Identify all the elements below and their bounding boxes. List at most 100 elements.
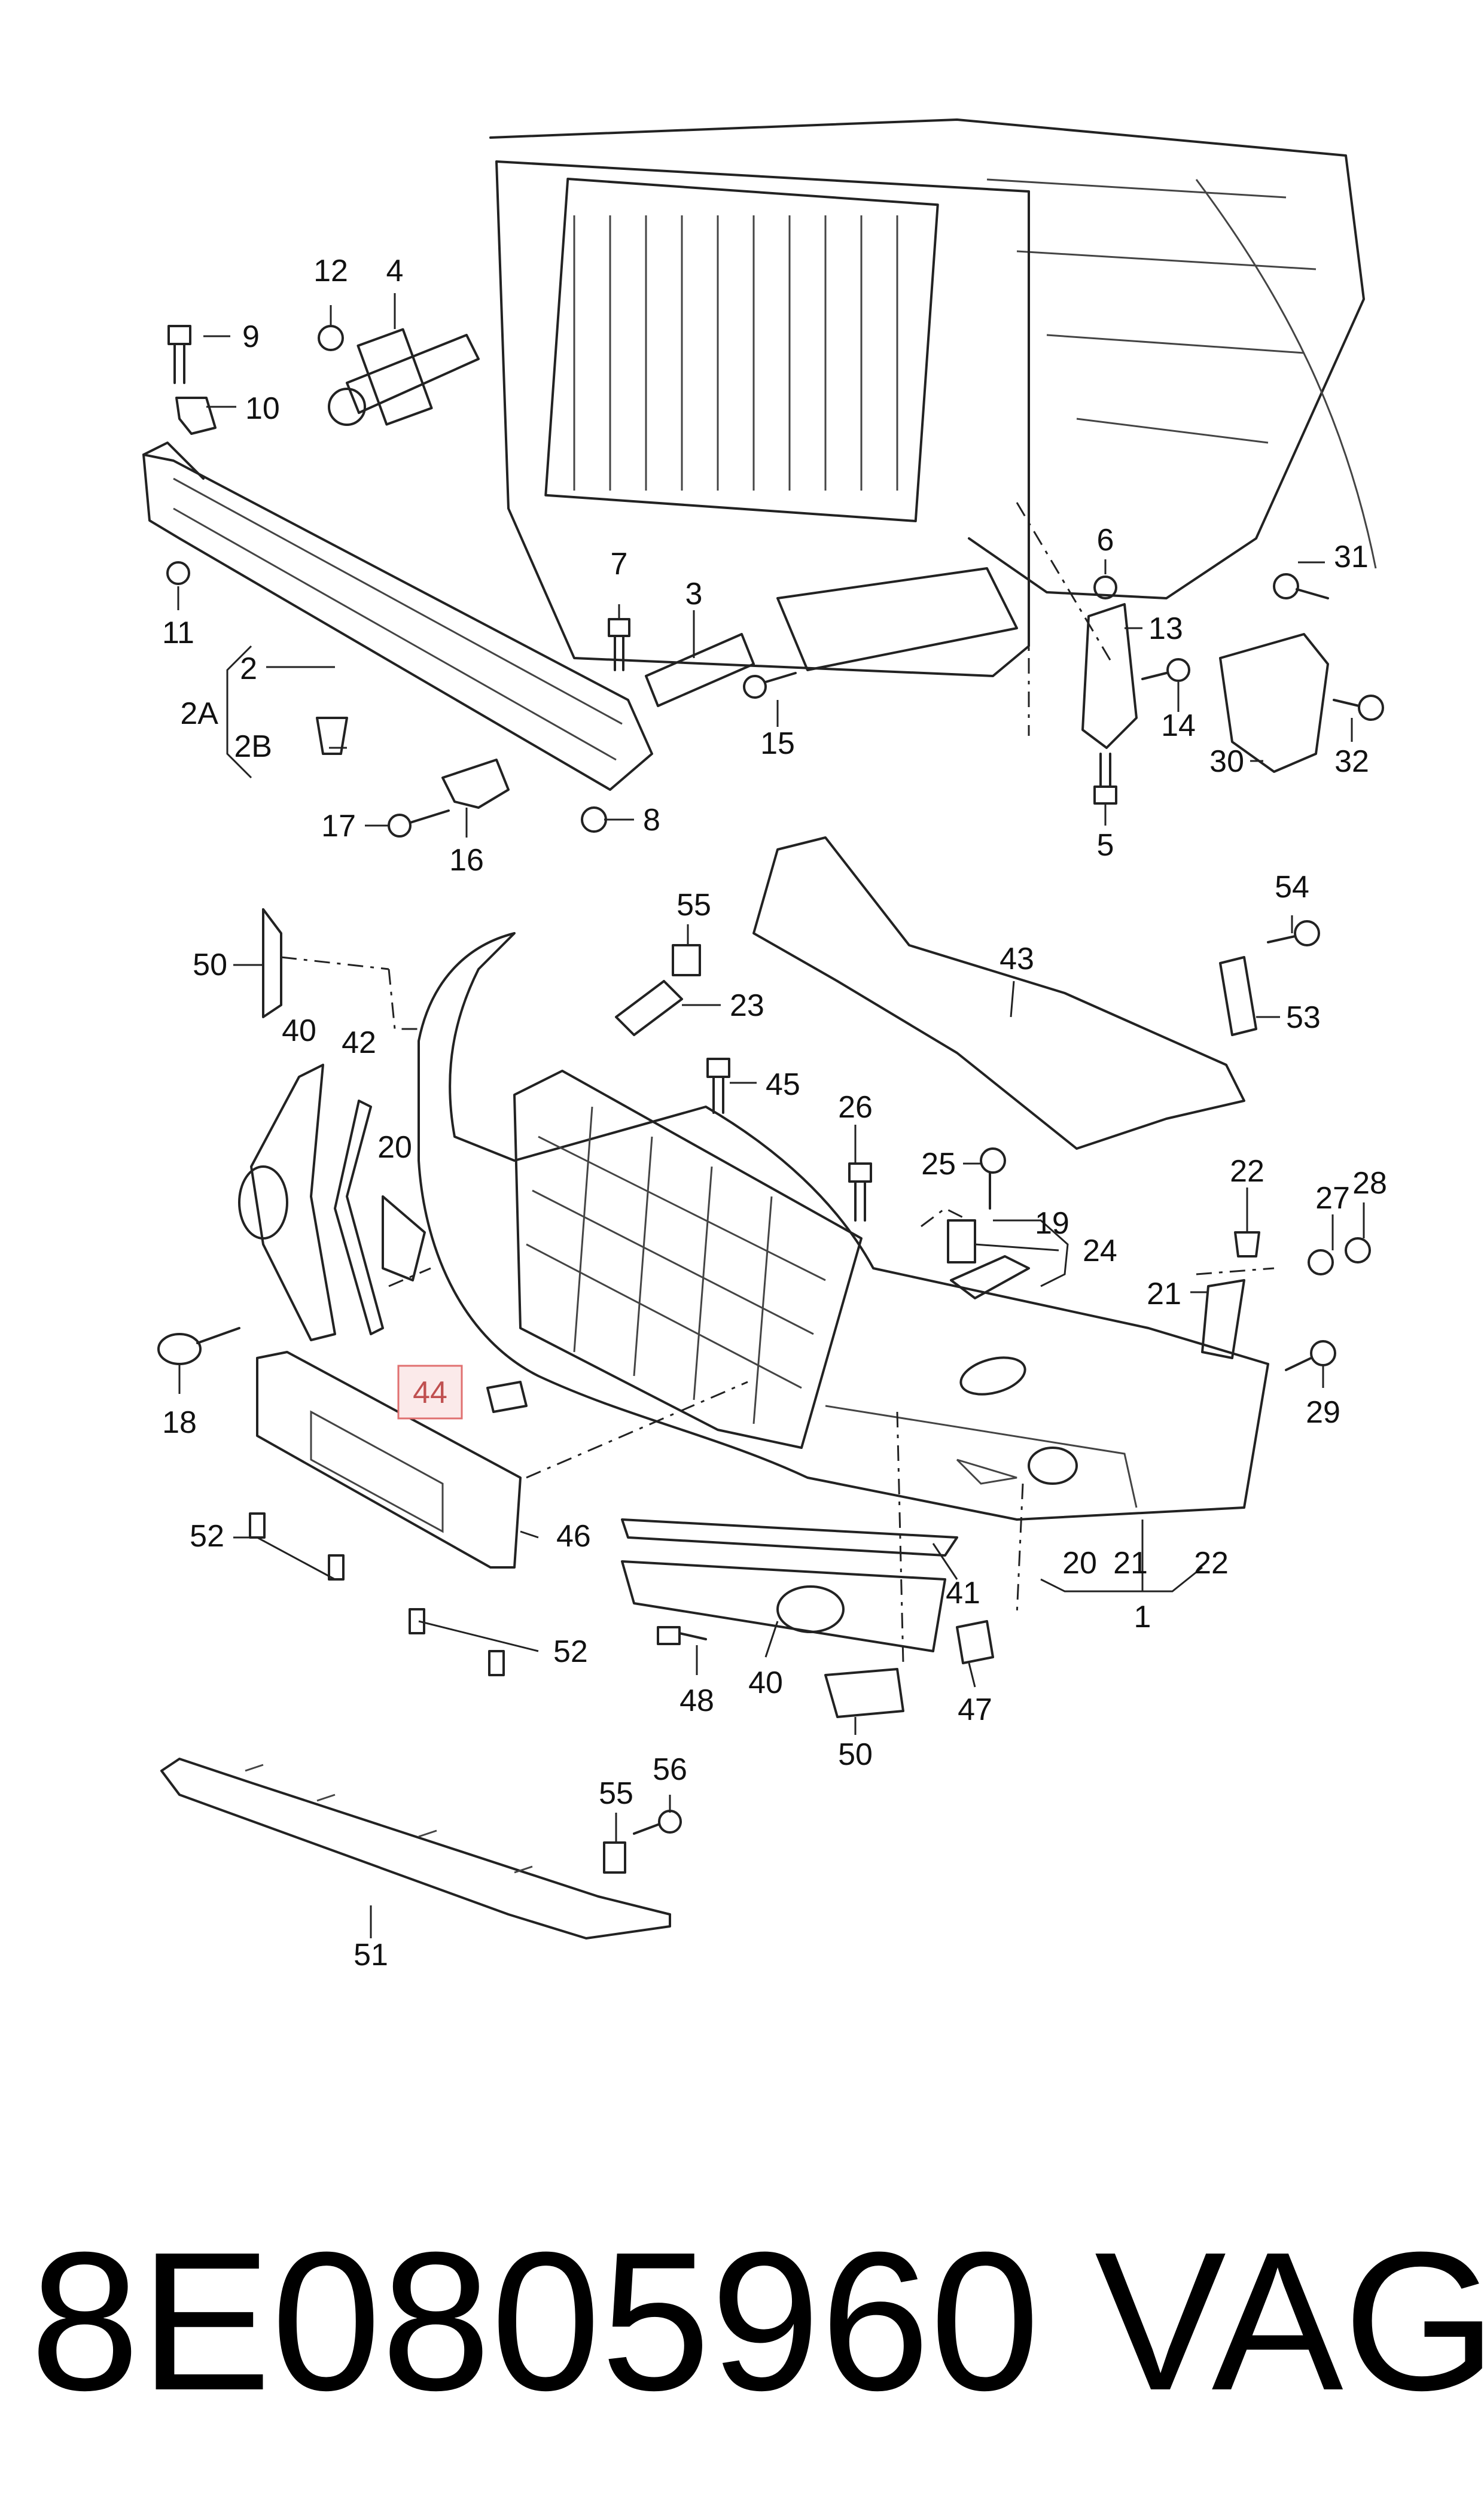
nut-6	[1093, 576, 1117, 599]
dashed-leaders	[281, 956, 1275, 1664]
clips-52-lower	[409, 1608, 539, 1676]
screw-29	[1285, 1340, 1336, 1371]
clips-52-upper	[233, 1512, 345, 1581]
bolt-45	[706, 1058, 730, 1114]
brand-name: VAG	[1095, 2211, 1484, 2431]
callout-1: 1	[1134, 1600, 1151, 1634]
bolt-9	[167, 325, 191, 384]
callout-50-bottom: 50	[838, 1737, 873, 1772]
bolt-25	[980, 1147, 1006, 1210]
callout-7: 7	[611, 547, 628, 581]
callout-40-bottom: 40	[748, 1666, 783, 1700]
bolt-7	[608, 618, 630, 671]
screw-31	[1273, 573, 1329, 599]
callout-9: 9	[242, 319, 260, 354]
callout-24: 24	[1083, 1234, 1117, 1268]
bracket-21	[1201, 1279, 1245, 1359]
fog-lamp-grille-40	[621, 1560, 946, 1652]
callout-2: 2	[240, 651, 257, 686]
nut-11	[166, 561, 190, 585]
bracket-10	[175, 397, 217, 435]
callout-10: 10	[245, 391, 280, 426]
callout-56: 56	[653, 1752, 687, 1787]
callout-20-bottom: 20	[1062, 1546, 1097, 1581]
radiator-grille	[513, 1070, 863, 1449]
screw-15	[743, 672, 797, 699]
bracket-53	[1219, 956, 1257, 1036]
license-plate-base-46	[256, 1351, 522, 1569]
clip-22	[1234, 1231, 1260, 1258]
exploded-parts-diagram: 12 4 9 10 11 2 2A 2B 7 3 15 17 16 8 6 13…	[142, 118, 1387, 1972]
callout-labels: 12 4 9 10 11 2 2A 2B 7 3 15 17 16 8 6 13…	[162, 254, 1387, 1972]
nut-27	[1308, 1249, 1334, 1275]
tow-eye-18	[157, 1327, 240, 1365]
callout-2a: 2A	[180, 696, 218, 731]
nut-8	[581, 806, 607, 833]
callout-4: 4	[386, 254, 404, 288]
screw-32	[1333, 695, 1384, 721]
callout-21-bottom: 21	[1113, 1546, 1148, 1581]
clip-55-bottom	[603, 1841, 626, 1874]
callout-14: 14	[1161, 708, 1196, 743]
callout-3: 3	[685, 577, 703, 611]
callout-32: 32	[1334, 744, 1369, 779]
bracket-16	[441, 759, 510, 809]
callout-44: 44	[413, 1375, 447, 1410]
callout-6: 6	[1097, 523, 1114, 558]
bolt-5	[1093, 753, 1117, 805]
bolt-48	[657, 1626, 707, 1645]
callout-12: 12	[313, 254, 348, 288]
nut-28	[1345, 1237, 1371, 1263]
callout-53: 53	[1286, 1000, 1321, 1035]
callout-47: 47	[958, 1692, 992, 1727]
screw-17	[388, 809, 450, 838]
callout-48: 48	[679, 1683, 714, 1718]
bumper-reinforcement-beam	[142, 442, 653, 791]
callout-45: 45	[766, 1067, 800, 1102]
bracket-23	[615, 980, 683, 1036]
bumper-cover	[418, 932, 1269, 1521]
bolt-14	[1141, 658, 1190, 682]
nut-44	[486, 1381, 528, 1413]
bracket-47	[956, 1620, 994, 1664]
bolt-26	[848, 1162, 872, 1222]
callout-30: 30	[1209, 744, 1244, 779]
callout-27: 27	[1315, 1181, 1350, 1216]
trim-panel-43	[752, 836, 1245, 1150]
lower-spoiler-51	[160, 1758, 671, 1940]
highlight-box-44	[397, 1365, 463, 1420]
mounting-19	[947, 1219, 976, 1263]
callout-50-left: 50	[193, 948, 227, 982]
cover-50-left	[262, 908, 282, 1018]
callout-22-top: 22	[1230, 1154, 1264, 1189]
callout-16: 16	[449, 843, 484, 878]
callout-31: 31	[1334, 540, 1369, 574]
callout-19: 19	[1035, 1206, 1069, 1241]
callout-52-lower: 52	[553, 1634, 588, 1669]
callout-17: 17	[321, 809, 356, 844]
vehicle-body-outline	[489, 118, 1377, 599]
callout-55-bottom: 55	[599, 1776, 633, 1811]
callout-11: 11	[162, 616, 194, 650]
callout-55-top: 55	[677, 888, 711, 922]
callout-54: 54	[1275, 870, 1309, 905]
part-number: 8E0805960	[30, 2211, 1040, 2431]
nut-12	[318, 325, 344, 351]
callout-26: 26	[838, 1090, 873, 1125]
callout-22-bottom: 22	[1194, 1546, 1229, 1581]
callout-15: 15	[760, 726, 795, 761]
callout-41: 41	[946, 1576, 980, 1610]
side-bracket-13	[1081, 603, 1138, 749]
crash-box	[328, 328, 480, 426]
callout-42: 42	[342, 1025, 376, 1060]
bracket-24	[950, 1255, 1030, 1299]
callout-5: 5	[1097, 828, 1114, 863]
callout-40-left: 40	[282, 1013, 316, 1048]
callout-29: 29	[1306, 1395, 1340, 1430]
callout-2b: 2B	[234, 729, 272, 764]
cover-20	[382, 1195, 426, 1281]
cover-50-lower	[824, 1668, 904, 1718]
callout-23: 23	[730, 988, 764, 1023]
bumper-guide-30	[1219, 633, 1329, 773]
callout-13: 13	[1148, 611, 1183, 646]
